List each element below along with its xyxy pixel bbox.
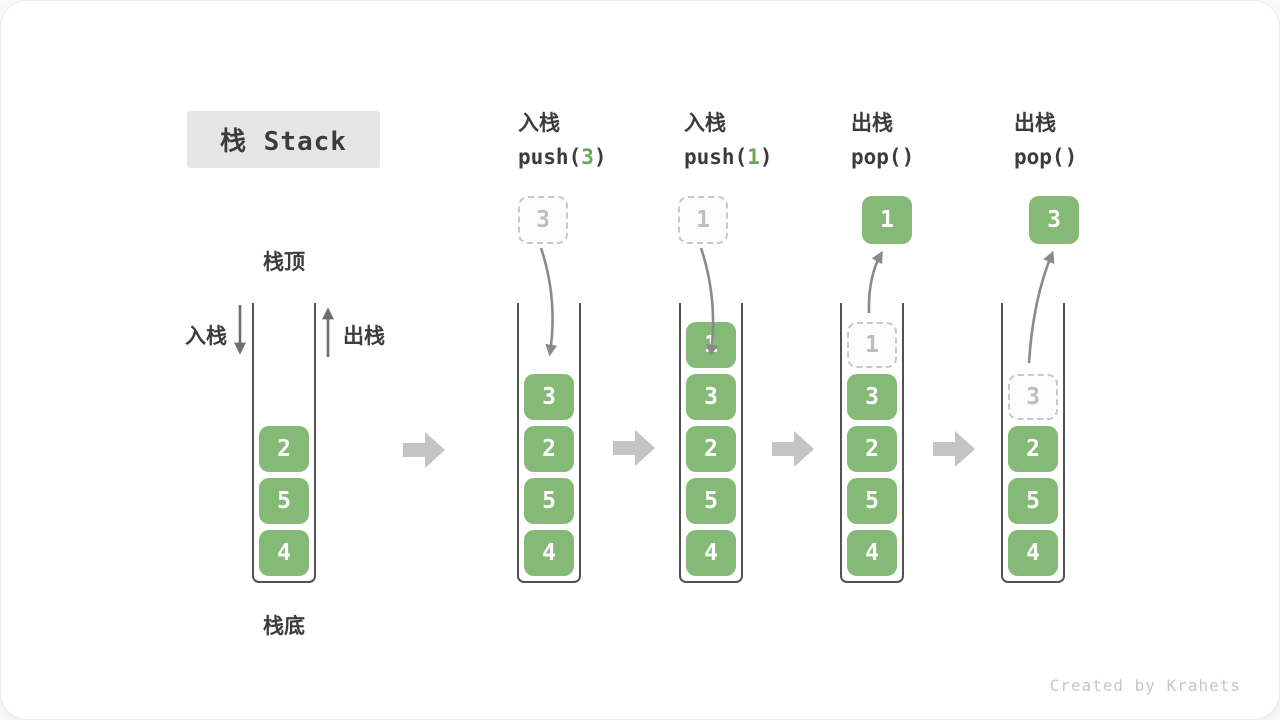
stack-cell: 2	[259, 426, 309, 472]
push-side-label: 入栈	[185, 325, 227, 348]
step-1-code-label: push(3)	[518, 145, 607, 169]
step-4-op-label: 出栈	[1014, 112, 1056, 135]
step-1-header: 入栈 push(3)	[518, 107, 607, 169]
stack-cell: 1	[686, 322, 736, 368]
code-prefix: pop(	[851, 145, 902, 169]
code-arg: 3	[581, 145, 594, 169]
step-3-header: 出栈 pop()	[851, 107, 914, 169]
step-3-op-label: 出栈	[851, 112, 893, 135]
stack-cell: 5	[259, 478, 309, 524]
step-arrow	[613, 430, 655, 466]
code-suffix: )	[1064, 145, 1078, 169]
incoming-value-box: 3	[518, 196, 568, 244]
stack-cell: 2	[847, 426, 897, 472]
step-3-code-label: pop()	[851, 145, 914, 169]
stack-cell: 5	[686, 478, 736, 524]
stack-cell: 4	[524, 530, 574, 576]
step-4-header: 出栈 pop()	[1014, 107, 1077, 169]
popped-value-box: 1	[862, 196, 912, 244]
stack-after-pop1: 1 3 2 5 4	[840, 303, 904, 583]
code-prefix: pop(	[1014, 145, 1065, 169]
code-suffix: )	[759, 145, 773, 169]
stack-cell: 4	[847, 530, 897, 576]
stack-cell: 4	[259, 530, 309, 576]
stack-top-label: 栈顶	[263, 251, 305, 274]
step-arrow	[772, 431, 814, 467]
stack-bottom-label: 栈底	[263, 615, 305, 638]
title-box: 栈 Stack	[187, 111, 380, 168]
stack-cell-ghost: 3	[1008, 374, 1058, 420]
stack-cell: 2	[1008, 426, 1058, 472]
stack-cell: 5	[524, 478, 574, 524]
watermark: Created by Krahets	[1049, 676, 1241, 695]
stack-cell: 5	[1008, 478, 1058, 524]
stack-after-push1: 1 3 2 5 4	[679, 303, 743, 583]
pop-side-label: 出栈	[343, 325, 385, 348]
step-2-code-label: push(1)	[684, 145, 773, 169]
code-arg: 1	[747, 145, 760, 169]
stack-cell: 3	[524, 374, 574, 420]
stack-cell: 3	[847, 374, 897, 420]
stack-cell: 2	[686, 426, 736, 472]
stack-cell: 5	[847, 478, 897, 524]
stack-initial: 2 5 4	[252, 303, 316, 583]
stack-cell: 4	[686, 530, 736, 576]
step-arrow	[933, 431, 975, 467]
step-2-header: 入栈 push(1)	[684, 107, 773, 169]
code-prefix: push(	[518, 145, 582, 169]
stack-after-push3: 3 2 5 4	[517, 303, 581, 583]
incoming-value-box: 1	[678, 196, 728, 244]
step-1-op-label: 入栈	[518, 112, 560, 135]
code-suffix: )	[593, 145, 607, 169]
step-4-code-label: pop()	[1014, 145, 1077, 169]
stack-cell: 4	[1008, 530, 1058, 576]
stack-cell: 3	[686, 374, 736, 420]
stack-after-pop2: 3 2 5 4	[1001, 303, 1065, 583]
popped-value-box: 3	[1029, 196, 1079, 244]
stack-cell-ghost: 1	[847, 322, 897, 368]
step-arrow	[403, 432, 445, 468]
page-title: 栈 Stack	[220, 127, 347, 157]
code-prefix: push(	[684, 145, 748, 169]
code-suffix: )	[901, 145, 915, 169]
stack-cell: 2	[524, 426, 574, 472]
step-2-op-label: 入栈	[684, 112, 726, 135]
